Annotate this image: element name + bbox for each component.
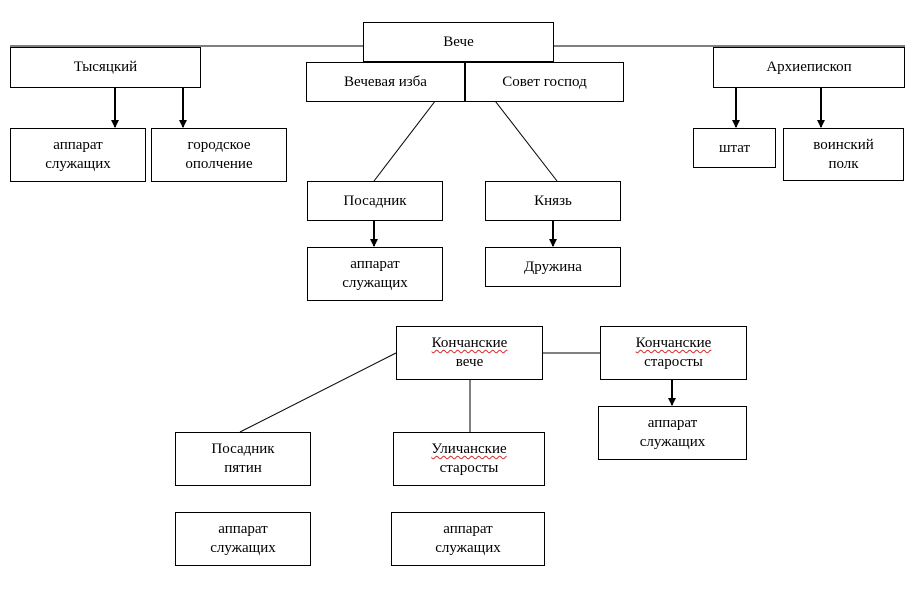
node-posadnik-label: Посадник [343,192,407,209]
node-veche: Вече [363,22,554,62]
node-apparat-ulichanskie-label: аппарат служащих [435,521,501,556]
node-apparat-posadnik-pyatin-label: аппарат служащих [210,521,276,556]
node-apparat-posadnik-pyatin: аппарат служащих [175,512,311,566]
node-vechevaya-izba: Вечевая изба [306,62,465,102]
line-konchanskie-veche-posadnik-pyatin [239,352,397,433]
node-konchanskie-starosty: Кончанские старосты [600,326,747,380]
node-knyaz-label: Князь [534,192,572,209]
node-arkhiepiskop-label: Архиепископ [766,59,852,75]
node-arkhiepiskop: Архиепископ [713,47,905,88]
node-apparat-posadnik-label: аппарат служащих [342,256,408,291]
node-posadnik-pyatin-label: Посадник пятин [211,441,275,476]
node-apparat-konchanskie: аппарат служащих [598,406,747,460]
node-apparat-ulichanskie: аппарат служащих [391,512,545,566]
node-tysyatsky: Тысяцкий [10,47,201,88]
node-gorodskoe-opolchenie: городское ополчение [151,128,287,182]
node-ulichanskie-starosty: Уличанские старосты [393,432,545,486]
node-ulichanskie-starosty-label: Уличанские старосты [431,441,507,476]
node-gorodskoe-opolchenie-label: городское ополчение [185,137,253,172]
node-veche-label: Вече [443,33,474,50]
node-voinsky-polk: воинский полк [783,128,904,181]
node-voinsky-polk-label: воинский полк [813,136,874,172]
node-konchanskie-veche: Кончанские вече [396,326,543,380]
node-apparat-konchanskie-label: аппарат служащих [639,415,706,450]
node-sovet-gospod-label: Совет господ [502,73,587,90]
node-konchanskie-veche-label: Кончанские вече [431,335,508,370]
node-sovet-gospod: Совет господ [465,62,624,102]
node-apparat-tysyatsky: аппарат служащих [10,128,146,182]
node-knyaz: Князь [485,181,621,221]
node-posadnik-pyatin: Посадник пятин [175,432,311,486]
node-druzhina-label: Дружина [524,258,582,275]
node-apparat-posadnik: аппарат служащих [307,247,443,301]
node-vechevaya-izba-label: Вечевая изба [344,73,427,90]
node-druzhina: Дружина [485,247,621,287]
node-konchanskie-starosty-label: Кончанские старосты [635,335,712,370]
node-apparat-tysyatsky-label: аппарат служащих [45,137,111,172]
node-shtat: штат [693,128,776,168]
node-shtat-label: штат [718,139,751,156]
node-tysyatsky-label: Тысяцкий [73,59,138,75]
node-posadnik: Посадник [307,181,443,221]
